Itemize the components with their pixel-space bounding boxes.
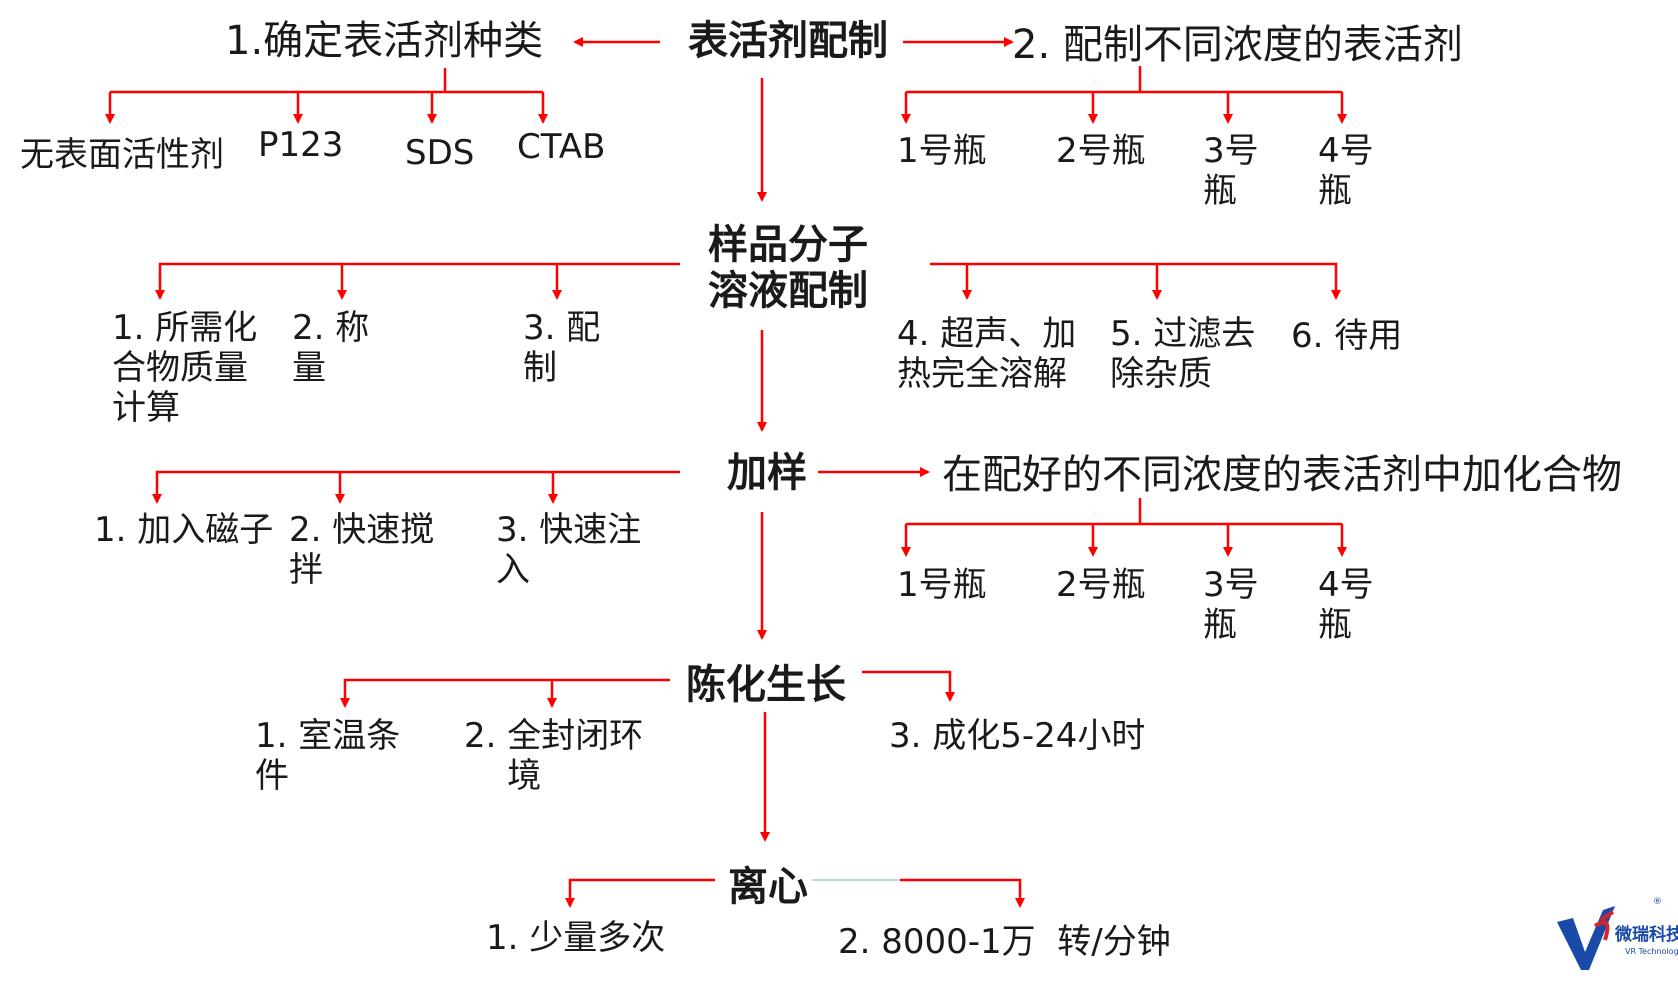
step-sample-solution-prep: 样品分子 溶液配制: [708, 222, 868, 314]
addition-step-item: 3. 快速注 入: [496, 510, 642, 590]
aging-step-item: 1. 室温条 件: [255, 716, 401, 796]
aging-step-item: 3. 成化5-24小时: [889, 716, 1146, 756]
step-centrifuge: 离心: [728, 864, 808, 910]
centrifuge-step-item: 2. 8000-1万 转/分钟: [838, 922, 1171, 962]
sample-step-item: 5. 过滤去 除杂质: [1110, 314, 1256, 394]
sample-step-item: 6. 待用: [1291, 316, 1403, 356]
bottle-item: 4号 瓶: [1318, 565, 1374, 645]
sample-step-item: 1. 所需化 合物质量 计算: [112, 308, 258, 428]
bottle-item: 1号瓶: [897, 565, 987, 605]
sample-step-item: 3. 配 制: [523, 308, 601, 388]
fan-arrow-down: [155, 262, 680, 300]
sample-step-item: 4. 超声、加 热完全溶解: [897, 314, 1077, 394]
concentration-title: 2. 配制不同浓度的表活剂: [1012, 22, 1463, 68]
fan-arrow-down: [152, 470, 680, 504]
vr-logo-icon: 微瑞科技 ® VR Technology: [1557, 897, 1678, 970]
aging-step-item: 2. 全封闭环 境: [464, 716, 644, 796]
bottle-item: 3号 瓶: [1203, 565, 1259, 645]
fan-arrow-down: [565, 878, 715, 908]
bottle-item: 3号 瓶: [1203, 131, 1259, 211]
step-surfactant-prep: 表活剂配制: [688, 18, 888, 64]
bottle-item: 1号瓶: [897, 131, 987, 171]
step-sample-addition: 加样: [727, 450, 807, 496]
surfactant-type-item: CTAB: [517, 127, 606, 167]
surfactant-type-item: 无表面活性剂: [20, 135, 224, 175]
surfactant-type-item: SDS: [405, 133, 475, 173]
bottle-item: 4号 瓶: [1318, 131, 1374, 211]
step-aging-growth: 陈化生长: [686, 662, 846, 708]
company-logo: 微瑞科技 ® VR Technology: [1555, 890, 1678, 975]
addition-step-item: 2. 快速搅 拌: [289, 510, 435, 590]
addition-step-item: 1. 加入磁子: [94, 510, 274, 550]
fan-arrow-down: [340, 678, 670, 708]
centrifuge-step-item: 1. 少量多次: [486, 918, 666, 958]
fan-arrow-down: [930, 262, 1341, 300]
logo-subtitle: VR Technology: [1625, 947, 1678, 956]
surfactant-type-item: P123: [258, 125, 344, 165]
bottle-item: 2号瓶: [1056, 131, 1146, 171]
sample-step-item: 2. 称 量: [292, 308, 370, 388]
addition-target-title: 在配好的不同浓度的表活剂中加化合物: [942, 452, 1622, 498]
fan-arrow-down: [900, 878, 1025, 908]
fan-arrow-down: [862, 670, 955, 702]
bottle-item: 2号瓶: [1056, 565, 1146, 605]
logo-registered: ®: [1653, 897, 1662, 907]
surfactant-type-title: 1.确定表活剂种类: [225, 18, 544, 64]
logo-name: 微瑞科技: [1614, 924, 1678, 945]
